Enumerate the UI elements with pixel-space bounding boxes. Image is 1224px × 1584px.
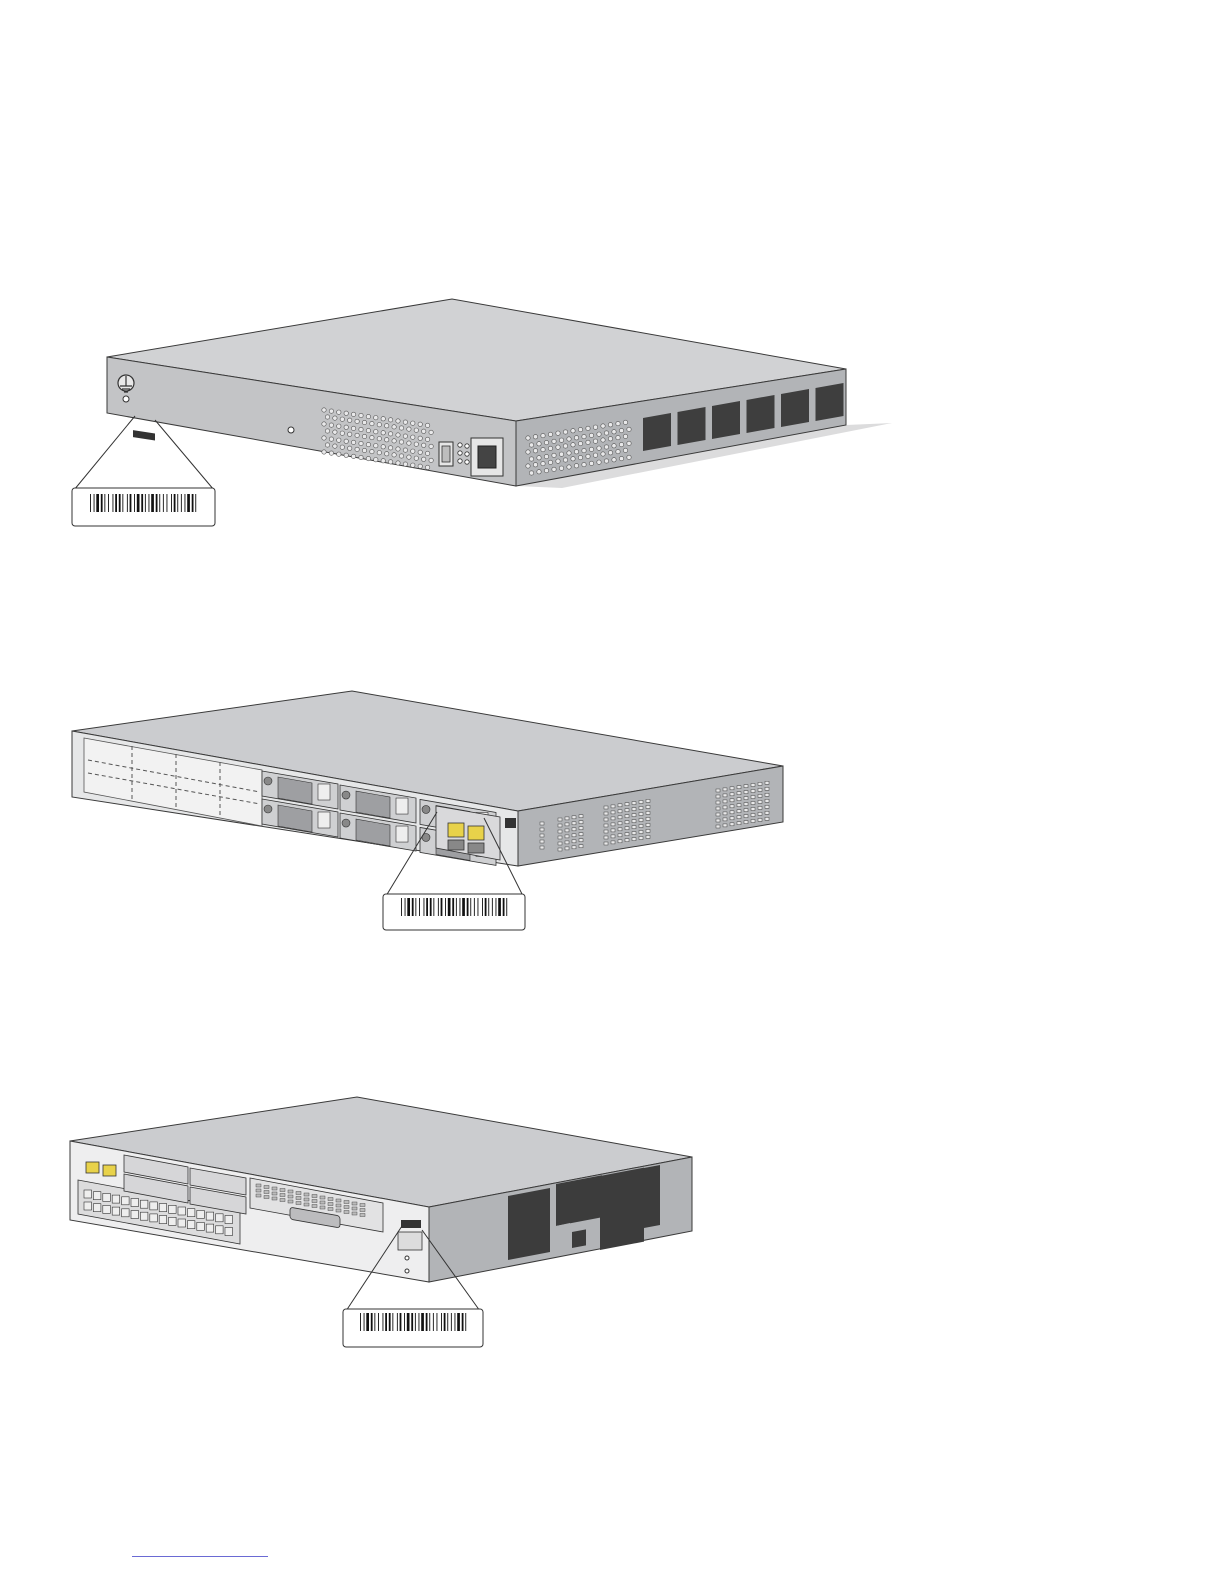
router-1ru-figure: [0, 290, 1224, 540]
serial-label-slot: [505, 818, 516, 828]
router-2ru-figure: [0, 685, 1224, 935]
screw-icon: [405, 1269, 409, 1273]
screw-icon: [405, 1256, 409, 1260]
power-module: [398, 1232, 422, 1250]
router-2ru-ports-figure: [0, 1090, 1224, 1350]
footer-link-underline: [132, 1556, 268, 1557]
serial-label-slot: [401, 1220, 421, 1228]
power-inlet-icon: [471, 438, 503, 476]
screw-icon: [123, 396, 129, 402]
power-switch-icon: [439, 442, 453, 466]
serial-label-slot: [133, 430, 155, 440]
ground-lug-icon: [118, 375, 134, 392]
screw-icon: [288, 427, 294, 433]
